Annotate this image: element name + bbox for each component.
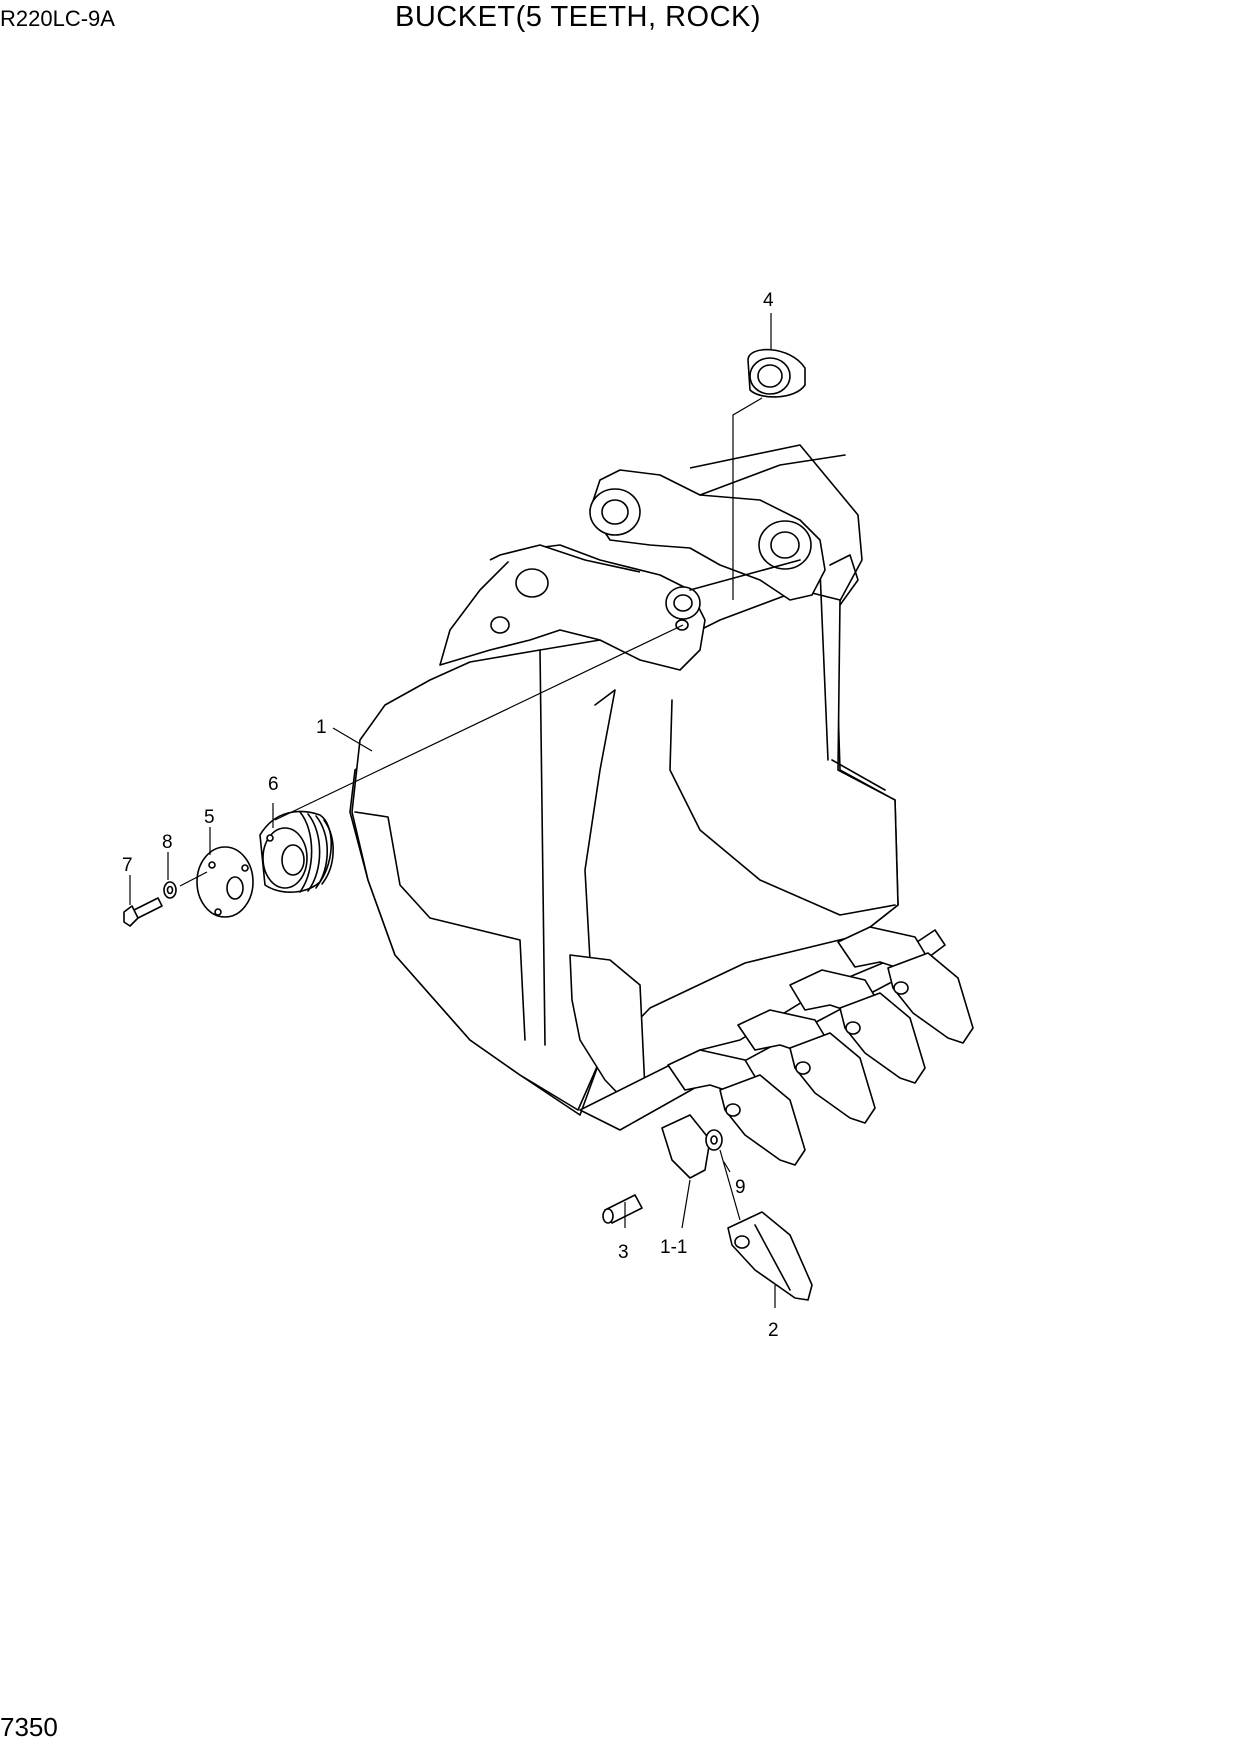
plate-part-5 (196, 846, 254, 918)
tooth-point-part-2 (727, 1211, 813, 1301)
callout-2: 2 (768, 1320, 779, 1341)
page-number: 7350 (0, 1712, 58, 1742)
model-number: R220LC-9A (0, 6, 115, 31)
diagram-title: BUCKET(5 TEETH, ROCK) (395, 1, 762, 33)
callout-4: 4 (763, 290, 774, 311)
callout-1-1: 1-1 (660, 1237, 687, 1258)
callout-7: 7 (122, 855, 133, 876)
callout-5: 5 (204, 807, 215, 828)
retainer-part-9 (705, 1129, 723, 1151)
callout-1: 1 (316, 717, 327, 738)
callout-labels: 1 4 6 5 8 7 9 3 1-1 2 (122, 290, 779, 1341)
callout-3: 3 (618, 1242, 629, 1263)
spacer-part-6 (259, 810, 334, 893)
bolt-part-7 (123, 897, 163, 927)
pin-part-3 (602, 1194, 643, 1224)
washer-part-8 (163, 881, 177, 899)
callout-8: 8 (162, 832, 173, 853)
callout-9: 9 (735, 1177, 746, 1198)
callout-6: 6 (268, 774, 279, 795)
bushing-part-4 (747, 348, 806, 398)
bucket-body (349, 444, 974, 1179)
leader-lines (129, 313, 776, 1308)
